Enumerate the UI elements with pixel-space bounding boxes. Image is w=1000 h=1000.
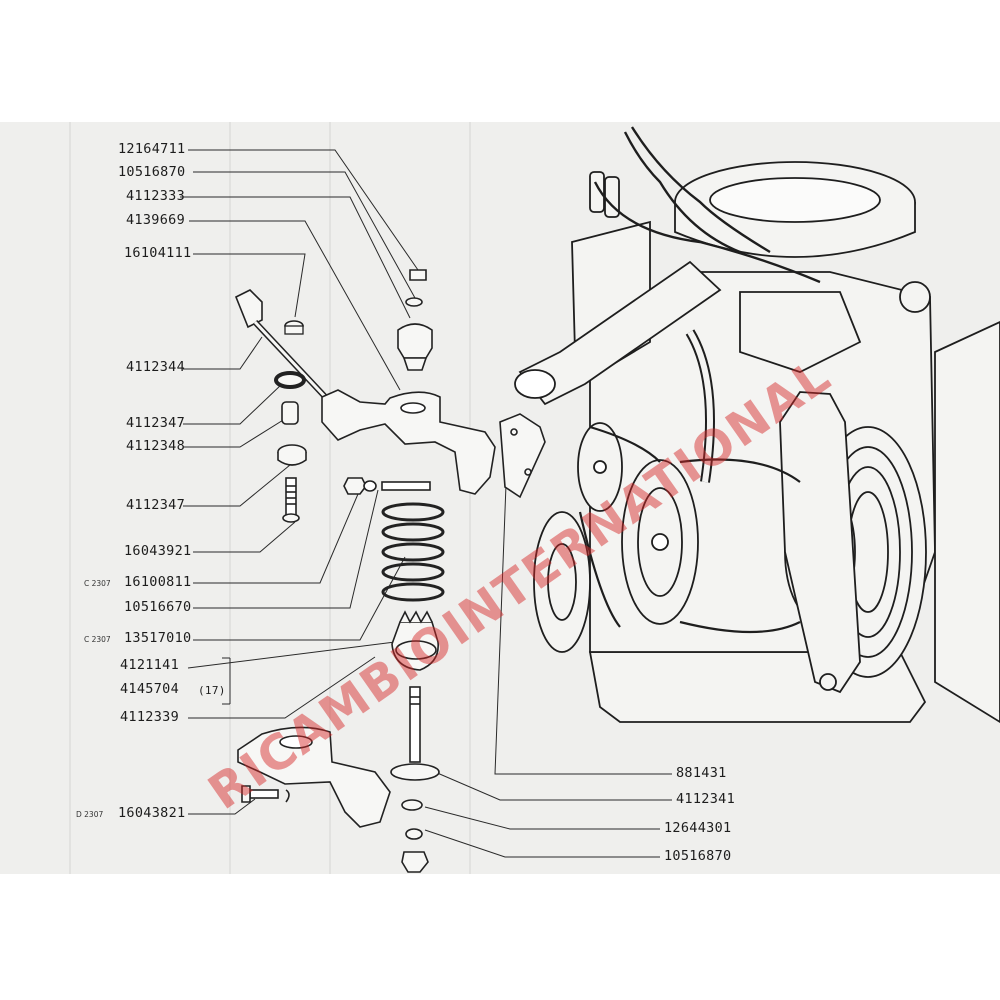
part-label-4112333: 4112333: [126, 188, 185, 204]
part-label-4139669: 4139669: [126, 212, 185, 228]
part-label-4112348: 4112348: [126, 438, 185, 454]
part-code-d2307: D 2307: [76, 810, 104, 819]
faded-table-lines: [69, 122, 471, 874]
part-label-12644301: 12644301: [664, 820, 732, 836]
part-label-4145704: 4145704: [120, 681, 179, 697]
exploded-view-drawing: [69, 122, 1000, 874]
part-label-10516870: 10516870: [118, 164, 186, 180]
part-label-16100811: 16100811: [124, 574, 192, 590]
parts-catalog-page: RICAMBIOINTERNATIONAL 12164711 10516870 …: [0, 122, 1000, 874]
part-label-10516670: 10516670: [124, 599, 192, 615]
part-label-10516870-b: 10516870: [664, 848, 732, 864]
part-label-4112344: 4112344: [126, 359, 185, 375]
upper-bracket: [321, 389, 496, 495]
part-label-881431: 881431: [676, 765, 727, 781]
lower-bracket: [237, 726, 391, 828]
part-label-4112347-b: 4112347: [126, 497, 185, 513]
part-code-c2307-a: C 2307: [84, 579, 111, 588]
engine-plate: [499, 413, 546, 499]
part-label-13517010: 13517010: [124, 630, 192, 646]
part-label-4121141: 4121141: [120, 657, 179, 673]
exploded-parts: [234, 269, 546, 873]
part-label-4112341: 4112341: [676, 791, 735, 807]
part-label-4112347: 4112347: [126, 415, 185, 431]
part-label-12164711: 12164711: [118, 141, 186, 157]
part-label-4112339: 4112339: [120, 709, 179, 725]
tie-rod: [234, 289, 263, 329]
part-code-c2307-b: C 2307: [84, 635, 111, 644]
part-label-16043821: 16043821: [118, 805, 186, 821]
engine-assembly: [514, 126, 1000, 724]
part-label-16043921: 16043921: [124, 543, 192, 559]
part-label-16104111: 16104111: [124, 245, 192, 261]
part-label-4145704-suffix: (17): [198, 684, 226, 697]
